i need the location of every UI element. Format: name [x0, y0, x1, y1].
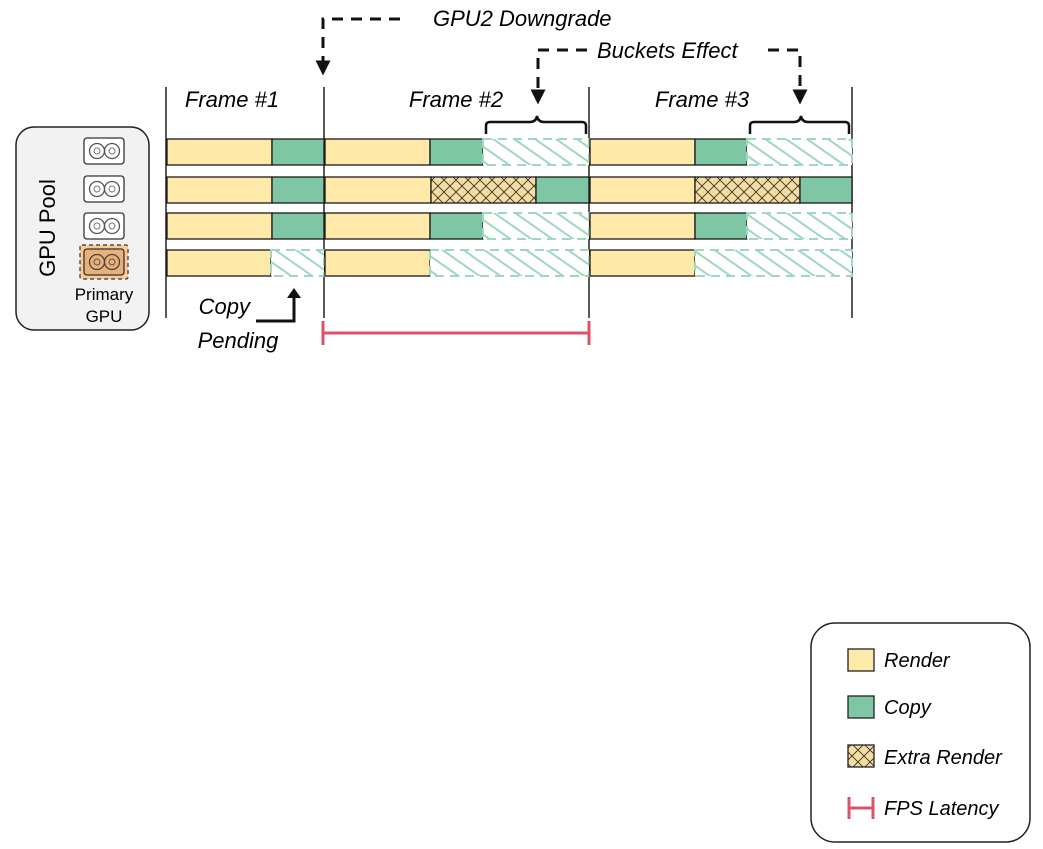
copy-block: [799, 176, 853, 204]
render-block: [166, 138, 273, 166]
render-block: [589, 138, 696, 166]
downgrade-annotation: GPU2 Downgrade: [315, 6, 612, 76]
copy-block: [429, 212, 484, 240]
legend-swatch-copy: [847, 695, 875, 719]
bucket-brace-frame-3: [748, 115, 851, 134]
copy-pending-label: Copy: [199, 294, 252, 319]
gpu-pool-title: GPU Pool: [35, 179, 60, 277]
gpu-row-3: [166, 212, 853, 240]
idle-wait-block: [746, 212, 853, 240]
idle-wait-block: [270, 249, 325, 277]
extra-render-block: [694, 176, 801, 204]
frame-label-3: Frame #3: [655, 87, 750, 112]
copy-block: [429, 138, 484, 166]
legend-label-fps-latency: FPS Latency: [884, 798, 1000, 820]
gpu-pool-panel: GPU Pool Primary GPU: [15, 126, 150, 331]
copy-pending-label: Pending: [198, 328, 280, 353]
render-block: [589, 176, 696, 204]
legend-label-copy: Copy: [884, 697, 932, 719]
render-block: [324, 249, 431, 277]
up-arrow-icon: [287, 288, 301, 298]
gpu-card-icon: [83, 212, 125, 240]
render-block: [324, 138, 431, 166]
idle-wait-block: [429, 249, 590, 277]
render-block: [324, 176, 432, 204]
idle-wait-block: [482, 138, 590, 166]
idle-wait-block: [746, 138, 853, 166]
render-block: [166, 212, 273, 240]
copy-block: [271, 212, 325, 240]
legend-label-extra-render: Extra Render: [884, 747, 1003, 769]
copy-block: [694, 212, 748, 240]
render-block: [166, 176, 273, 204]
legend-swatch-render: [847, 648, 875, 672]
buckets-annotation: Buckets Effect: [530, 38, 808, 105]
copy-block: [271, 176, 325, 204]
primary-gpu-label: GPU: [86, 307, 123, 326]
primary-gpu-label: Primary: [75, 285, 134, 304]
copy-block: [535, 176, 590, 204]
bucket-brace-frame-2: [484, 115, 588, 134]
render-block: [589, 249, 696, 277]
fps-latency-bracket: [321, 321, 591, 345]
idle-wait-block: [482, 212, 590, 240]
frame-dividers: [165, 87, 853, 318]
legend-swatch-fps-latency: [847, 797, 875, 819]
gpu-row-1: [166, 138, 853, 166]
downgrade-label: GPU2 Downgrade: [433, 6, 612, 31]
gpu-card-icon: [83, 137, 125, 165]
copy-pending-annotation: Copy Pending: [198, 288, 301, 353]
render-block: [324, 212, 431, 240]
copy-block: [271, 138, 325, 166]
idle-wait-block: [694, 249, 853, 277]
legend: Render Copy Extra Render FPS Latency: [810, 622, 1031, 843]
render-block: [166, 249, 272, 277]
down-arrow-icon: [530, 48, 587, 105]
down-arrow-icon: [315, 17, 400, 76]
frame-label-2: Frame #2: [409, 87, 503, 112]
up-arrow-icon: [256, 296, 296, 323]
down-arrow-icon: [768, 48, 808, 105]
legend-label-render: Render: [884, 650, 951, 672]
copy-block: [694, 138, 748, 166]
gpu-card-icon: [83, 175, 125, 203]
legend-swatch-extra-render: [847, 744, 875, 768]
frame-label-1: Frame #1: [185, 87, 279, 112]
render-block: [589, 212, 696, 240]
extra-render-block: [430, 176, 537, 204]
primary-gpu-card-icon: [79, 244, 129, 280]
buckets-label: Buckets Effect: [597, 38, 739, 63]
gpu-row-2: [166, 176, 853, 204]
gpu-row-4-primary: [166, 249, 853, 277]
